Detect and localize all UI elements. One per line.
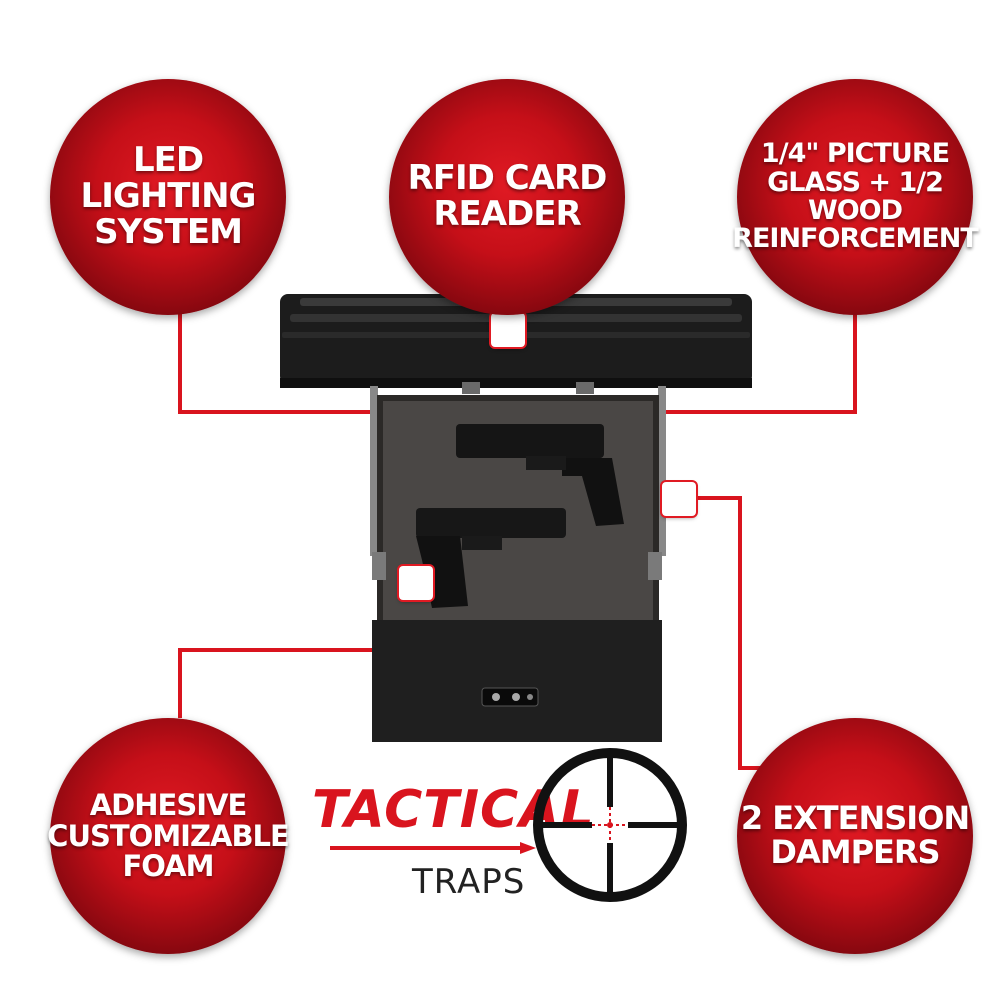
callout-adhesive-foam: ADHESIVE CUSTOMIZABLE FOAM [47, 718, 290, 954]
callout-rfid-reader: RFID CARD READER [389, 79, 625, 315]
callout-foam-label: ADHESIVE CUSTOMIZABLE FOAM [47, 788, 290, 884]
scope-crosshair-icon [533, 748, 687, 902]
rfid-marker [491, 313, 525, 347]
foam-marker [399, 566, 433, 600]
callout-rfid-label: RFID CARD READER [407, 158, 608, 234]
callout-glass-reinforcement: 1/4" PICTURE GLASS + 1/2 WOOD REINFORCEM… [732, 79, 979, 315]
led-connector-line [178, 300, 388, 414]
gun-safe-image [280, 294, 752, 742]
dampers-marker [662, 482, 696, 516]
callout-glass-label: 1/4" PICTURE GLASS + 1/2 WOOD REINFORCEM… [732, 138, 979, 255]
callout-dampers-label: 2 EXTENSION DAMPERS [740, 799, 970, 871]
callout-led-label: LED LIGHTING SYSTEM [80, 140, 257, 252]
pistol-icon [456, 424, 624, 526]
callout-extension-dampers: 2 EXTENSION DAMPERS [737, 718, 973, 954]
bullet-icon [330, 842, 536, 854]
callout-led-lighting: LED LIGHTING SYSTEM [50, 79, 286, 315]
dampers-connector-line [695, 496, 760, 770]
brand-logo-traps: TRAPS [412, 862, 526, 902]
